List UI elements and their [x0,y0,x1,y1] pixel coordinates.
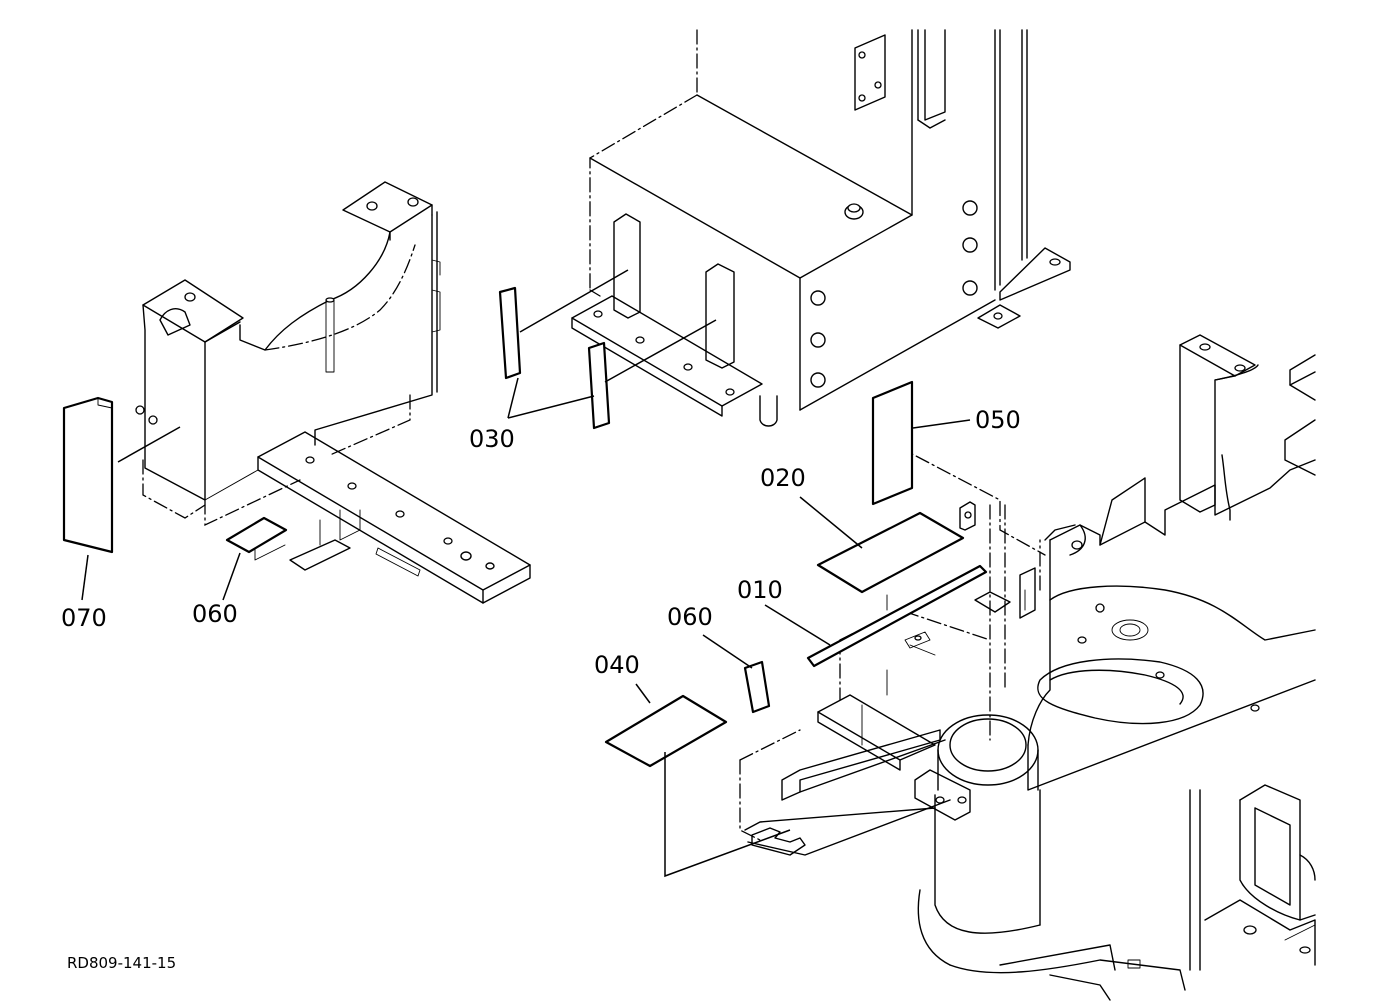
part-040-label [604,694,728,768]
part-010-strip [806,564,988,668]
part-050-label [871,380,914,506]
leader-lines [81,269,971,878]
main-frame [739,334,1316,1001]
part-060-right-label [743,660,771,714]
left-bracket-assembly [135,181,531,604]
tank-assembly [571,29,1071,427]
part-020-label [816,511,965,594]
part-060-left-label [225,516,288,554]
callout-040: 040 [594,651,640,679]
callout-060-right: 060 [667,603,713,631]
callout-010: 010 [737,576,783,604]
part-030-label-a [498,286,522,380]
part-030-label-b [587,341,611,430]
labels [62,286,988,768]
callout-020: 020 [760,464,806,492]
callout-030: 030 [469,425,515,453]
callout-050: 050 [975,406,1021,434]
part-070-plate [62,396,114,554]
callout-numbers: 070 060 030 050 020 010 060 040 RD809-14… [61,406,1021,972]
drawing-number: RD809-141-15 [67,954,176,972]
callout-070: 070 [61,604,107,632]
callout-060-left: 060 [192,600,238,628]
